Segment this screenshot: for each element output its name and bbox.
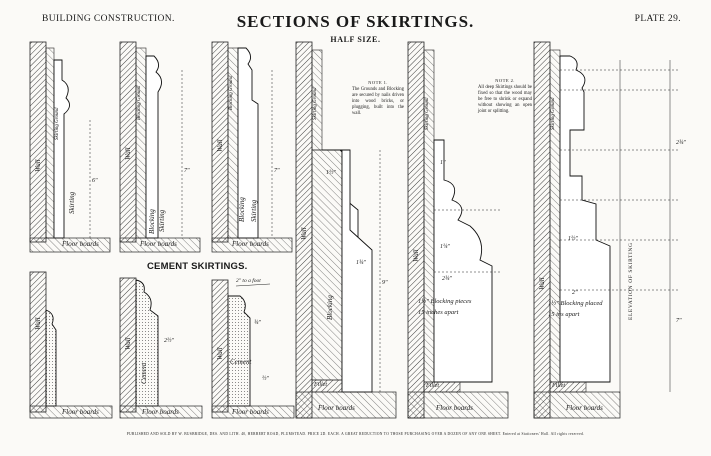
- dim-c2-height: 2½": [164, 338, 175, 344]
- dim-col1-height: 6": [92, 178, 98, 184]
- label-cement-c2: Cement: [140, 362, 148, 384]
- label-wall-c2: Wall: [124, 337, 132, 350]
- scale-subtitle: HALF SIZE.: [330, 35, 381, 44]
- skirting-section-3: [211, 41, 293, 253]
- plate-title: SECTIONS OF SKIRTINGS.: [236, 12, 475, 31]
- label-blocking-3: Blocking: [238, 197, 246, 222]
- label-blocking-2: Blocking: [148, 209, 156, 234]
- label-skirting-2: Skirting: [158, 209, 166, 232]
- label-floor-boards-c2: Floor boards: [142, 408, 179, 416]
- label-floor-boards-c3: Floor boards: [232, 408, 269, 416]
- label-wall-4: Wall: [300, 227, 308, 240]
- header-series-title: BUILDING CONSTRUCTION.: [42, 14, 175, 24]
- note-1: NOTE 1. The Grounds and Blocking are sec…: [352, 80, 404, 117]
- skirting-section-1: [29, 41, 111, 253]
- note-1-heading: NOTE 1.: [368, 80, 388, 85]
- dim-col4-mid: 1¾": [356, 260, 367, 266]
- dim-col5-top: 1": [440, 160, 446, 166]
- label-skirting-ground-5: Skirting Ground: [425, 97, 430, 130]
- note-2-text: All deep Skirtings should be fixed so th…: [478, 85, 532, 114]
- dim-col6-width: 2": [572, 290, 578, 296]
- label-floor-boards-6: Floor boards: [566, 404, 603, 412]
- label-wall-c3: Wall: [216, 347, 224, 360]
- label-floor-boards-1: Floor boards: [62, 240, 99, 248]
- label-skirting-ground-1: Skirting Ground: [55, 107, 60, 140]
- label-skirting-ground-6: Skirting Ground: [551, 97, 556, 130]
- label-skirting-1: Skirting: [68, 191, 76, 214]
- label-blocking-pieces-6: 1½" Blocking placed 15 ins apart: [548, 300, 603, 318]
- dim-c3-upper: ¾": [254, 320, 262, 326]
- label-floor-boards-4: Floor boards: [318, 404, 355, 412]
- label-blocking-ground-3: Blocking Ground: [229, 75, 234, 110]
- label-floor-boards-5: Floor boards: [436, 404, 473, 412]
- dim-col4-height: 9": [382, 280, 388, 286]
- cement-skirting-2: [119, 277, 203, 419]
- dim-c3-lower: ½": [262, 376, 270, 382]
- label-blocking-ground-2: Blocking Ground: [137, 85, 142, 120]
- label-floor-boards-2: Floor boards: [140, 240, 177, 248]
- label-skirting-ground-4: Skirting Ground: [313, 87, 318, 120]
- label-blocking-4: Blocking: [326, 295, 334, 320]
- label-fillet-6: Fillet: [552, 383, 565, 389]
- label-elevation: ELEVATION OF SKIRTING: [628, 242, 634, 320]
- label-wall-6: Wall: [538, 277, 546, 290]
- note-2-heading: NOTE 2.: [495, 78, 515, 83]
- label-wall-2: Wall: [124, 147, 132, 160]
- skirting-section-4: [295, 41, 397, 419]
- label-wall-5: Wall: [412, 249, 420, 262]
- label-fillet-5: Fillet: [426, 383, 439, 389]
- dim-col3-height: 7": [274, 168, 280, 174]
- dim-col6-mid: 1½": [568, 236, 579, 242]
- dim-col5-mid: 1¼": [440, 244, 451, 250]
- label-wall-c1: Wall: [34, 317, 42, 330]
- plate-number: PLATE 29.: [634, 14, 681, 24]
- skirting-section-2: [119, 41, 201, 253]
- label-fillet-4: Fillet: [314, 382, 327, 388]
- label-fall: 2" to a foot: [236, 278, 261, 284]
- cement-skirting-3: [211, 279, 295, 419]
- cement-skirting-1: [29, 271, 113, 419]
- note-1-text: The Grounds and Blocking are secured by …: [352, 87, 404, 116]
- dim-col6-upper: 2¾": [676, 140, 687, 146]
- label-blocking-pieces-5: 1½" Blocking pieces 15 inches apart: [418, 298, 472, 316]
- label-cement-c3: Cement: [230, 358, 252, 366]
- cement-skirtings-heading: CEMENT SKIRTINGS.: [147, 261, 248, 272]
- label-wall-1: Wall: [34, 159, 42, 172]
- dim-col6-lower: 7": [676, 318, 682, 324]
- label-wall-3: Wall: [216, 139, 224, 152]
- label-floor-boards-c1: Floor boards: [62, 408, 99, 416]
- label-floor-boards-3: Floor boards: [232, 240, 269, 248]
- skirting-section-6: [533, 41, 680, 419]
- label-skirting-3: Skirting: [250, 199, 258, 222]
- skirting-section-5: [407, 41, 509, 419]
- dim-col4-top: 1½": [326, 170, 337, 176]
- dim-col2-height: 7": [184, 168, 190, 174]
- note-2: NOTE 2. All deep Skirtings should be fix…: [478, 78, 532, 115]
- dim-col5-width: 2¾": [442, 276, 453, 282]
- publisher-footer: PUBLISHED AND SOLD BY W. BUSBRIDGE, DES.…: [126, 432, 585, 436]
